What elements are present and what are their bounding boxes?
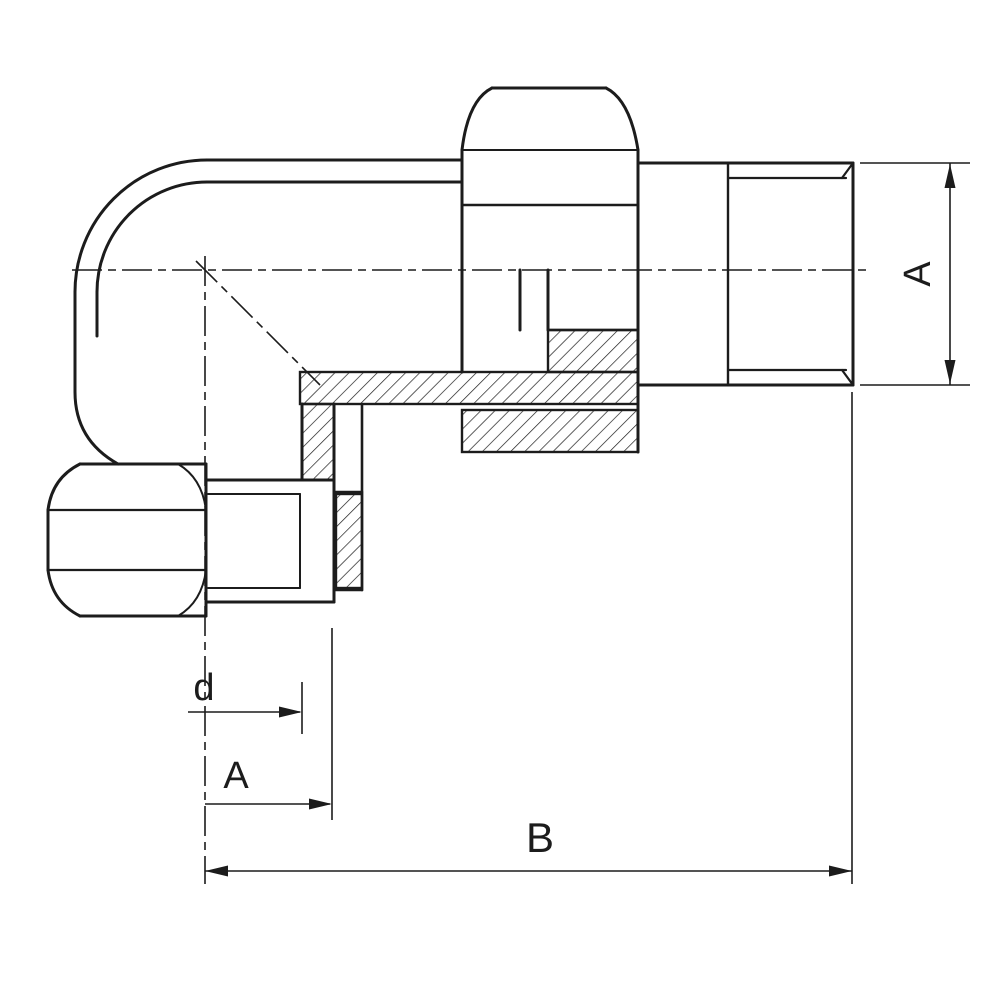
dim-a-right-label: A	[897, 261, 939, 287]
hex-nut-bottom-chamfer	[46, 568, 82, 618]
dimension-d: d	[188, 667, 303, 734]
arrowhead-up	[944, 164, 956, 188]
dimension-b: B	[205, 392, 853, 884]
thread-chamfer-bottom	[840, 368, 855, 387]
elbow-body	[73, 158, 464, 466]
hex-nut-top-chamfer	[46, 462, 82, 512]
elbow-outer-arc	[73, 158, 209, 294]
body-flange-section-hatch	[546, 328, 640, 374]
arrowhead-right	[279, 706, 302, 718]
tailpiece-section-hatch	[298, 370, 640, 406]
dim-a-bottom-label: A	[223, 755, 249, 797]
elbow-inner-arc	[95, 180, 209, 294]
arrowhead-right	[309, 798, 332, 810]
thread-chamfer-top	[840, 161, 855, 180]
union-nut-lower-section-hatch	[460, 408, 640, 454]
section-hatching	[298, 328, 640, 590]
union-nut-right-chamfer	[604, 86, 640, 152]
arrowhead-left	[205, 865, 228, 877]
centerline-miter-diagonal	[195, 260, 321, 386]
lower-flange-section-hatch	[334, 492, 364, 590]
bottom-union-assembly	[46, 402, 364, 618]
drop-tube-wall-section-hatch	[300, 402, 336, 482]
hex-nut-right-chamfer-bottom	[177, 569, 207, 617]
dimension-a-bottom: A	[205, 628, 333, 820]
arrowhead-right	[829, 865, 852, 877]
dim-b-label: B	[526, 814, 554, 861]
dim-d-label: d	[193, 667, 214, 709]
hex-nut-right-chamfer-top	[177, 463, 207, 511]
union-nut-left-chamfer	[460, 86, 494, 152]
dimension-a-right: A	[860, 162, 970, 386]
elbow-left-wall	[73, 290, 120, 466]
arrowhead-down	[944, 360, 956, 384]
union-nut	[460, 86, 640, 454]
male-threaded-end	[636, 161, 855, 387]
